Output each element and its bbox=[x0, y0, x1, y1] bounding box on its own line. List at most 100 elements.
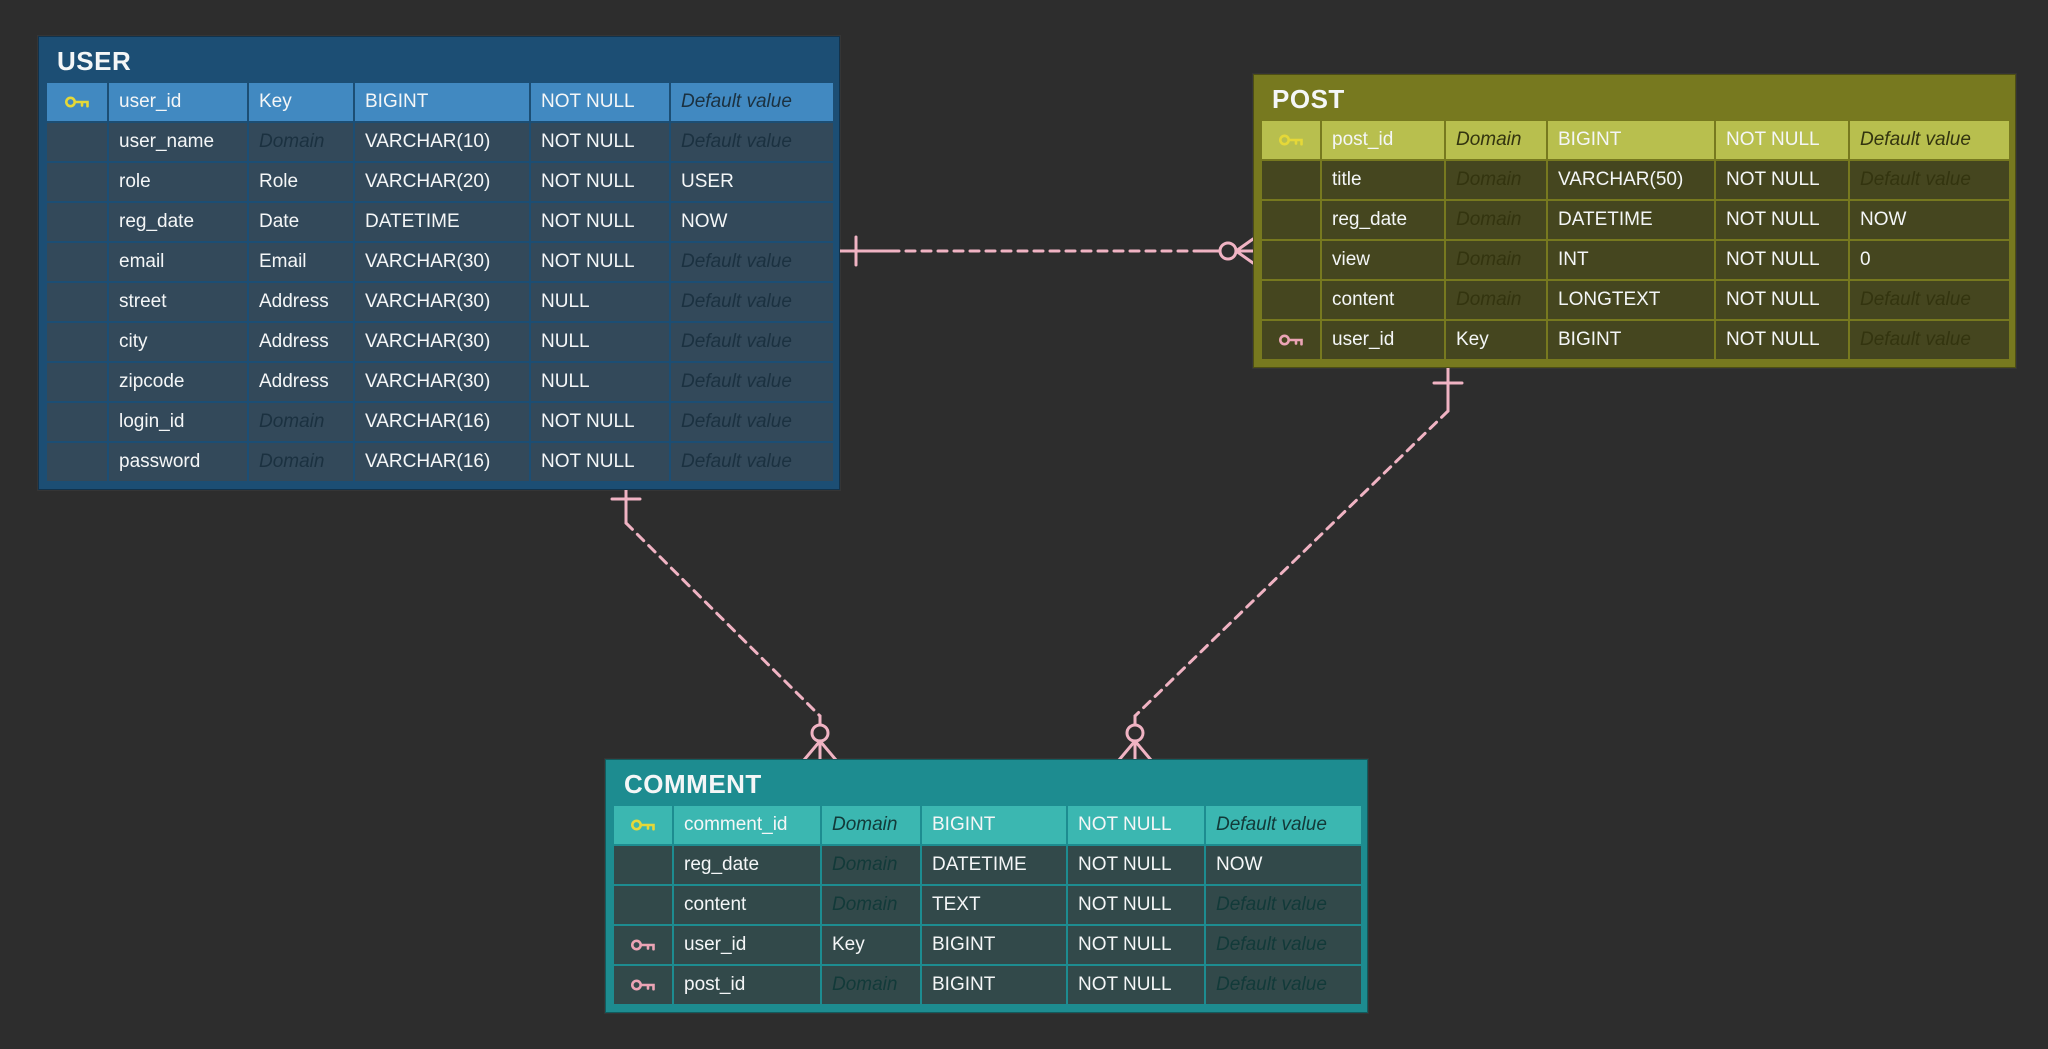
field-default: Default value bbox=[671, 403, 833, 441]
field-type: VARCHAR(16) bbox=[355, 403, 529, 441]
key-icon-empty bbox=[47, 243, 107, 281]
field-name: login_id bbox=[109, 403, 247, 441]
field-nullability: NOT NULL bbox=[531, 243, 669, 281]
field-nullability: NOT NULL bbox=[1716, 161, 1848, 199]
field-type: VARCHAR(16) bbox=[355, 443, 529, 481]
field-type: VARCHAR(50) bbox=[1548, 161, 1714, 199]
field-nullability: NOT NULL bbox=[1068, 926, 1204, 964]
key-icon-empty bbox=[614, 846, 672, 884]
field-name: user_id bbox=[109, 83, 247, 121]
field-type: DATETIME bbox=[1548, 201, 1714, 239]
field-nullability: NOT NULL bbox=[531, 203, 669, 241]
key-icon-empty bbox=[614, 886, 672, 924]
field-default: NOW bbox=[671, 203, 833, 241]
field-domain: Domain bbox=[822, 966, 920, 1004]
key-icon-empty bbox=[47, 163, 107, 201]
field-nullability: NOT NULL bbox=[1068, 966, 1204, 1004]
field-name: content bbox=[674, 886, 820, 924]
field-domain: Domain bbox=[822, 846, 920, 884]
field-default: Default value bbox=[1850, 121, 2009, 159]
field-name: user_id bbox=[674, 926, 820, 964]
key-icon-empty bbox=[1262, 161, 1320, 199]
field-domain: Domain bbox=[822, 886, 920, 924]
key-icon-empty bbox=[1262, 281, 1320, 319]
crow-foot-many bbox=[802, 739, 838, 762]
field-default: Default value bbox=[1206, 966, 1361, 1004]
field-default: Default value bbox=[671, 83, 833, 121]
field-type: DATETIME bbox=[355, 203, 529, 241]
field-default: Default value bbox=[671, 123, 833, 161]
field-domain: Address bbox=[249, 283, 353, 321]
field-name: reg_date bbox=[1322, 201, 1444, 239]
field-nullability: NOT NULL bbox=[1716, 321, 1848, 359]
field-type: BIGINT bbox=[922, 926, 1066, 964]
field-name: content bbox=[1322, 281, 1444, 319]
field-type: DATETIME bbox=[922, 846, 1066, 884]
field-name: street bbox=[109, 283, 247, 321]
field-default: Default value bbox=[671, 243, 833, 281]
key-icon-empty bbox=[1262, 201, 1320, 239]
field-name: email bbox=[109, 243, 247, 281]
field-default: Default value bbox=[1850, 281, 2009, 319]
field-nullability: NOT NULL bbox=[1716, 241, 1848, 279]
foreign-key-icon bbox=[614, 966, 672, 1004]
field-type: LONGTEXT bbox=[1548, 281, 1714, 319]
field-type: VARCHAR(30) bbox=[355, 283, 529, 321]
field-domain: Domain bbox=[822, 806, 920, 844]
field-name: zipcode bbox=[109, 363, 247, 401]
field-name: view bbox=[1322, 241, 1444, 279]
field-type: BIGINT bbox=[355, 83, 529, 121]
key-icon-empty bbox=[47, 203, 107, 241]
field-domain: Domain bbox=[1446, 161, 1546, 199]
field-name: password bbox=[109, 443, 247, 481]
field-domain: Key bbox=[249, 83, 353, 121]
field-name: role bbox=[109, 163, 247, 201]
cardinality-zero-circle bbox=[810, 723, 830, 743]
field-nullability: NOT NULL bbox=[1716, 281, 1848, 319]
field-name: post_id bbox=[1322, 121, 1444, 159]
crow-foot-many bbox=[1117, 739, 1153, 762]
field-default: Default value bbox=[671, 283, 833, 321]
key-icon-empty bbox=[47, 363, 107, 401]
field-default: NOW bbox=[1206, 846, 1361, 884]
field-type: BIGINT bbox=[1548, 321, 1714, 359]
field-type: TEXT bbox=[922, 886, 1066, 924]
field-type: VARCHAR(30) bbox=[355, 363, 529, 401]
field-type: BIGINT bbox=[1548, 121, 1714, 159]
field-domain: Date bbox=[249, 203, 353, 241]
field-default: 0 bbox=[1850, 241, 2009, 279]
field-name: reg_date bbox=[674, 846, 820, 884]
primary-key-icon bbox=[47, 83, 107, 121]
key-icon-empty bbox=[47, 323, 107, 361]
key-icon-empty bbox=[47, 403, 107, 441]
crow-foot-many bbox=[1234, 237, 1255, 265]
field-domain: Role bbox=[249, 163, 353, 201]
field-name: title bbox=[1322, 161, 1444, 199]
field-default: Default value bbox=[1850, 321, 2009, 359]
field-domain: Address bbox=[249, 363, 353, 401]
field-type: VARCHAR(10) bbox=[355, 123, 529, 161]
field-nullability: NOT NULL bbox=[531, 123, 669, 161]
field-default: Default value bbox=[671, 323, 833, 361]
field-domain: Domain bbox=[249, 443, 353, 481]
